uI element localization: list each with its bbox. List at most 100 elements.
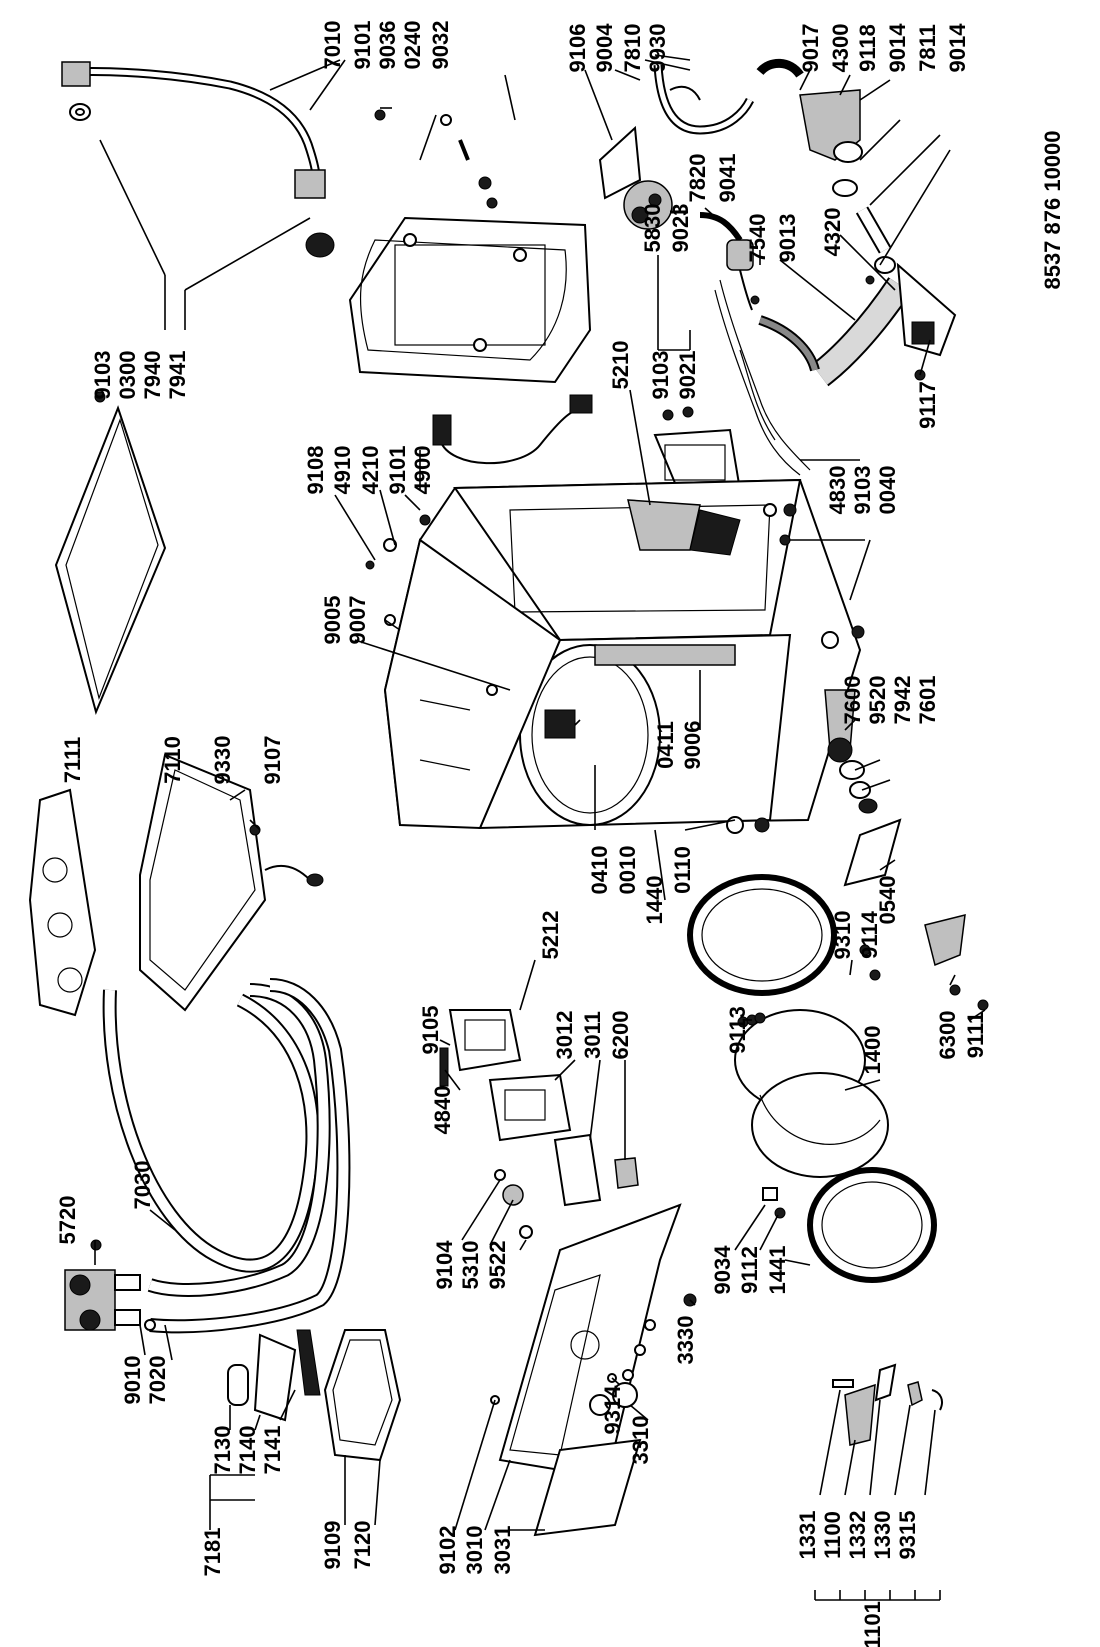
callout-label: 9013 xyxy=(775,214,800,263)
callout-label: 1400 xyxy=(860,1026,885,1075)
door-ring xyxy=(762,1167,937,1283)
callout-label: 7540 xyxy=(745,214,770,263)
control-panel xyxy=(498,1203,682,1472)
dispenser-housing xyxy=(139,753,324,1012)
callout-label: 9108 xyxy=(303,446,328,495)
callout-label: 7111 xyxy=(60,737,85,784)
dispenser-lid xyxy=(28,788,97,1017)
callout-label: 6200 xyxy=(608,1011,633,1060)
callout-label: 9105 xyxy=(418,1006,443,1055)
dispenser-hoses xyxy=(102,978,351,1334)
callout-label: 9113 xyxy=(725,1006,750,1054)
callout-label: 4910 xyxy=(330,446,355,495)
document-reference: 8537 876 10000 xyxy=(1040,130,1065,289)
door-gasket xyxy=(687,874,837,996)
inlet-hose xyxy=(61,61,335,258)
callout-label: 1101 xyxy=(860,1601,885,1647)
screws xyxy=(94,109,926,981)
back-panel xyxy=(348,114,592,384)
door-handle-parts xyxy=(832,1363,943,1446)
callout-label: 7941 xyxy=(165,351,190,400)
callout-label: 7181 xyxy=(200,1528,225,1577)
callout-label: 7130 xyxy=(210,1426,235,1475)
drawer-handle xyxy=(533,1438,642,1537)
callout-label: 9007 xyxy=(345,596,370,645)
dispenser-drawer xyxy=(227,1329,402,1462)
callout-label: 5212 xyxy=(538,911,563,960)
callout-label: 7601 xyxy=(915,676,940,725)
callout-label: 7141 xyxy=(260,1426,285,1475)
callout-label: 9034 xyxy=(710,1245,735,1295)
callout-label: 9021 xyxy=(675,351,700,400)
callout-label: 0110 xyxy=(670,846,695,894)
top-panel xyxy=(54,405,167,716)
callout-label: 9014 xyxy=(945,23,970,73)
callout-label: 9103 xyxy=(90,351,115,400)
callout-label: 0040 xyxy=(875,466,900,515)
filter-cover xyxy=(824,689,902,887)
callout-label: 9107 xyxy=(260,736,285,785)
callout-label: 6300 xyxy=(935,1011,960,1060)
program-knob xyxy=(612,1382,638,1408)
door-hinge xyxy=(924,914,989,1011)
callout-label: 9041 xyxy=(715,154,740,203)
callout-label: 1330 xyxy=(870,1511,895,1560)
callout-label: 9036 xyxy=(375,21,400,70)
callout-label: 7140 xyxy=(235,1426,260,1475)
callout-label: 1332 xyxy=(845,1511,870,1560)
leader-lines xyxy=(94,54,986,1601)
callout-label: 5310 xyxy=(458,1241,483,1290)
callout-label: 9103 xyxy=(850,466,875,515)
callout-label: 7030 xyxy=(130,1161,155,1210)
callout-label: 9330 xyxy=(210,736,235,785)
callout-label: 9106 xyxy=(565,24,590,73)
cabinet xyxy=(383,478,865,834)
callout-label: 3012 xyxy=(552,1011,577,1060)
callout-label: 9315 xyxy=(895,1511,920,1560)
power-cord xyxy=(432,394,593,465)
callout-label: 1441 xyxy=(765,1246,790,1295)
callout-label: 3330 xyxy=(673,1316,698,1365)
callout-label: 9109 xyxy=(320,1521,345,1570)
control-boards xyxy=(439,1009,697,1405)
callout-label: 7940 xyxy=(140,351,165,400)
callout-label: 9114 xyxy=(857,910,882,958)
callout-label: 4840 xyxy=(430,1086,455,1135)
wiring-harness xyxy=(714,279,811,476)
callout-label: 9101 xyxy=(385,446,410,495)
callout-label: 9006 xyxy=(680,721,705,770)
callout-label: 9017 xyxy=(798,24,823,73)
callout-label: 0240 xyxy=(400,21,425,70)
callout-label: 3010 xyxy=(462,1526,487,1575)
callout-label: 9522 xyxy=(485,1241,510,1290)
callout-label: 1331 xyxy=(795,1511,820,1560)
callout-label: 4320 xyxy=(820,208,845,257)
callout-label: 4830 xyxy=(825,466,850,515)
callout-label: 9023 xyxy=(668,204,693,253)
callout-label: 5720 xyxy=(55,1196,80,1245)
callout-label: 9103 xyxy=(648,351,673,400)
callout-label: 7020 xyxy=(145,1356,170,1405)
callout-label: 9014 xyxy=(885,23,910,73)
callout-label: 0010 xyxy=(615,846,640,895)
callout-label: 4900 xyxy=(410,446,435,495)
callout-label: 0411 xyxy=(653,721,678,769)
callout-label: 7942 xyxy=(890,676,915,725)
callout-label: 5210 xyxy=(608,341,633,390)
callout-label: 9102 xyxy=(435,1526,460,1575)
callout-label: 3011 xyxy=(580,1011,605,1059)
callout-label: 1100 xyxy=(820,1511,845,1559)
callout-label: 7110 xyxy=(160,736,185,784)
air-trap xyxy=(699,212,754,311)
callout-label: 3031 xyxy=(490,1526,515,1575)
callout-label: 9112 xyxy=(737,1246,762,1294)
callout-label: 9117 xyxy=(915,381,940,429)
callout-label: 7820 xyxy=(685,154,710,203)
pressure-hose xyxy=(653,64,755,135)
callout-label: 9118 xyxy=(855,24,880,72)
sump-hose xyxy=(758,262,957,387)
callout-label: 9032 xyxy=(428,21,453,70)
callout-label: 0300 xyxy=(115,351,140,400)
pressure-switch xyxy=(598,125,688,230)
